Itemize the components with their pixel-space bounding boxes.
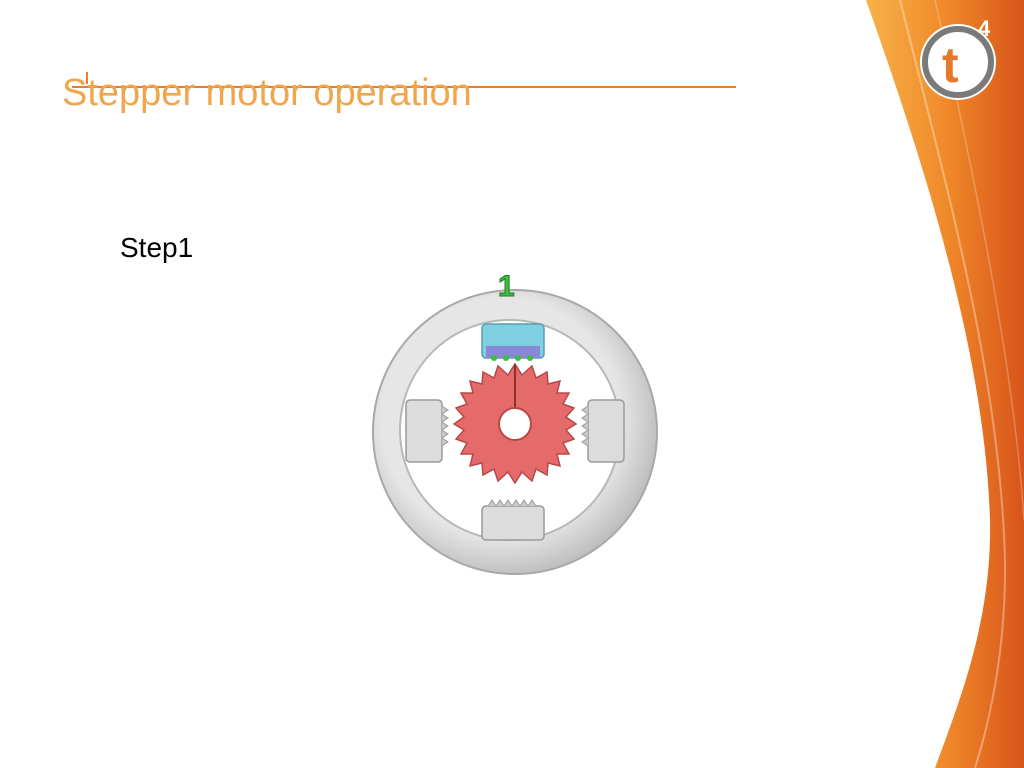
top-pole-energized	[481, 323, 545, 361]
bottom-pole	[481, 499, 545, 541]
left-pole	[405, 399, 449, 463]
right-pole	[581, 399, 625, 463]
title-underline	[72, 86, 736, 88]
bullet-text: Step1	[120, 232, 194, 263]
stepper-motor-figure: 1	[372, 270, 658, 575]
phase-label: 1	[498, 270, 515, 303]
t4-logo: t 4	[920, 16, 996, 100]
slide-title: Stepper motor operation	[62, 72, 472, 114]
title-tick	[86, 72, 88, 84]
logo-letter: t	[942, 37, 959, 93]
logo-superscript: 4	[978, 16, 991, 41]
rotor-gear	[452, 362, 578, 485]
